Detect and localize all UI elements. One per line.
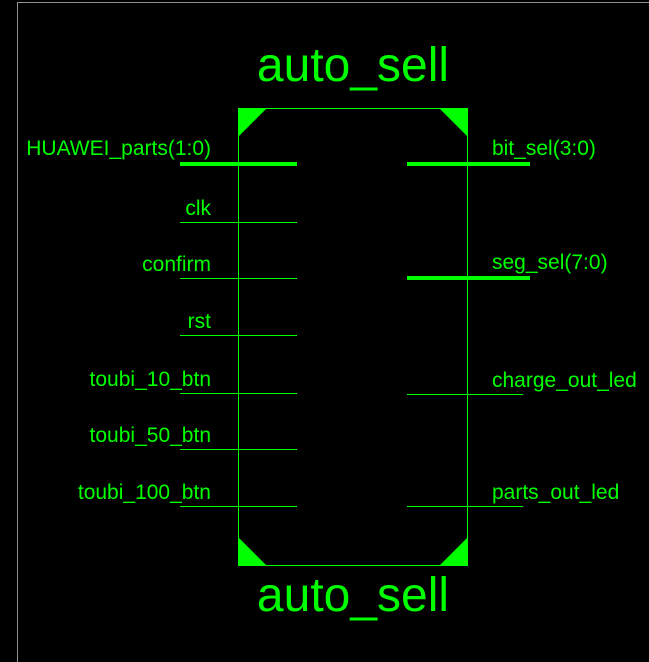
port-label-toubi-50-btn[interactable]: toubi_50_btn	[89, 424, 211, 447]
module-name-top: auto_sell	[256, 39, 450, 92]
canvas-frame-left-line	[17, 2, 18, 662]
port-pin-toubi-100-btn[interactable]	[180, 506, 297, 507]
port-pin-rst[interactable]	[180, 335, 297, 336]
canvas-frame-top-line	[17, 2, 649, 3]
port-pin-huawei-parts[interactable]	[180, 162, 297, 166]
port-pin-bit-sel[interactable]	[407, 162, 530, 166]
port-pin-clk[interactable]	[180, 222, 297, 223]
port-label-huawei-parts[interactable]: HUAWEI_parts(1:0)	[26, 137, 211, 160]
port-pin-charge-out-led[interactable]	[407, 394, 523, 395]
port-label-clk[interactable]: clk	[185, 197, 211, 220]
port-label-toubi-10-btn[interactable]: toubi_10_btn	[89, 368, 211, 391]
port-label-toubi-100-btn[interactable]: toubi_100_btn	[77, 481, 211, 504]
port-label-bit-sel[interactable]: bit_sel(3:0)	[492, 137, 596, 160]
port-label-seg-sel[interactable]: seg_sel(7:0)	[492, 251, 608, 274]
port-label-rst[interactable]: rst	[187, 310, 211, 333]
port-label-confirm[interactable]: confirm	[142, 253, 211, 276]
port-label-parts-out-led[interactable]: parts_out_led	[492, 481, 620, 504]
port-pin-confirm[interactable]	[180, 278, 297, 279]
module-symbol-body[interactable]	[238, 108, 468, 566]
port-pin-seg-sel[interactable]	[407, 276, 530, 280]
port-pin-parts-out-led[interactable]	[407, 506, 523, 507]
port-pin-toubi-50-btn[interactable]	[180, 449, 297, 450]
module-name-bottom: auto_sell	[256, 569, 450, 622]
port-pin-toubi-10-btn[interactable]	[180, 393, 297, 394]
port-label-charge-out-led[interactable]: charge_out_led	[492, 369, 637, 392]
